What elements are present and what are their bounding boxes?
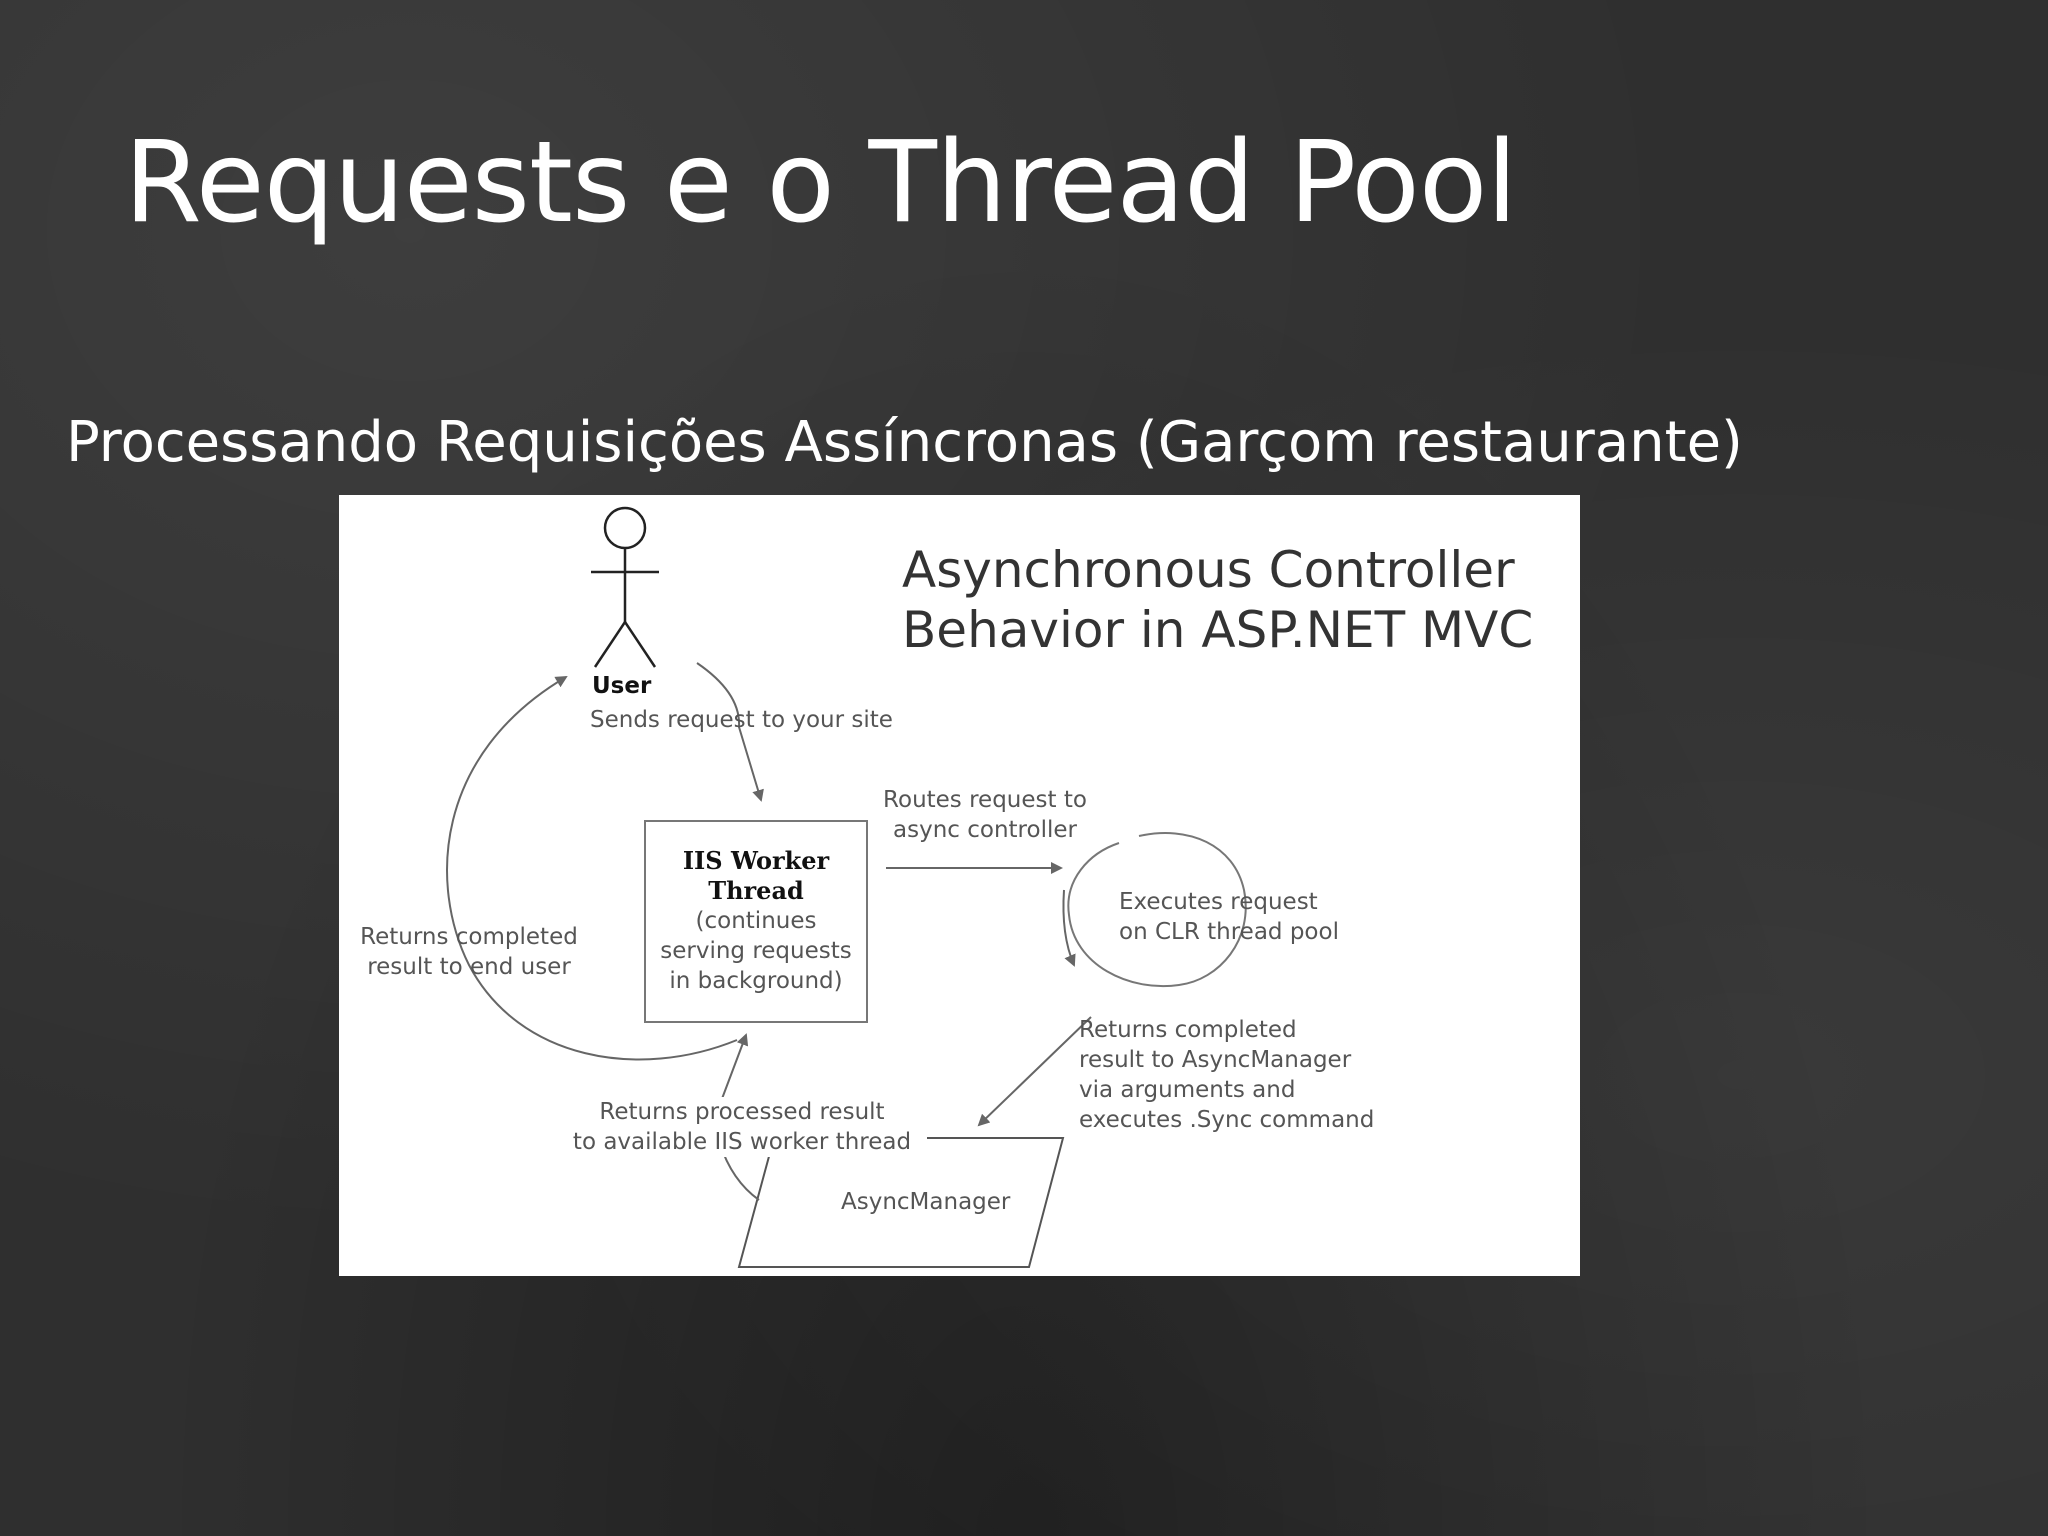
diagram-title-line1: Asynchronous Controller bbox=[902, 541, 1515, 599]
returns-processed-line1: Returns processed result bbox=[599, 1099, 885, 1125]
returns-async-line4: executes .Sync command bbox=[1079, 1107, 1375, 1133]
returns-processed-label: Returns processed result to available II… bbox=[557, 1097, 927, 1157]
iis-desc-line2: serving requests bbox=[660, 938, 852, 964]
diagram-title: Asynchronous Controller Behavior in ASP.… bbox=[902, 540, 1533, 660]
returns-processed-line2: to available IIS worker thread bbox=[572, 1129, 912, 1155]
routes-line1: Routes request to bbox=[883, 787, 1087, 813]
returns-end-user-label: Returns completed result to end user bbox=[349, 922, 589, 982]
async-controller-diagram: Asynchronous Controller Behavior in ASP.… bbox=[339, 495, 1580, 1276]
slide-title: Requests e o Thread Pool bbox=[124, 118, 1517, 248]
returns-to-user-arrow bbox=[446, 675, 738, 1061]
returns-async-line2: result to AsyncManager bbox=[1079, 1047, 1352, 1073]
user-label: User bbox=[592, 673, 652, 699]
send-request-arrow bbox=[696, 662, 764, 802]
returns-async-line3: via arguments and bbox=[1079, 1077, 1296, 1103]
returns-end-user-line2: result to end user bbox=[367, 954, 571, 980]
diagram-graphics bbox=[446, 506, 1247, 1268]
clr-cycle-arrow-head bbox=[1062, 889, 1076, 967]
executes-line2: on CLR thread pool bbox=[1119, 919, 1339, 945]
iis-desc-line3: in background) bbox=[669, 968, 843, 994]
returns-asyncmanager-label: Returns completed result to AsyncManager… bbox=[1079, 1015, 1374, 1135]
iis-title-line2: Thread bbox=[708, 876, 804, 905]
executes-line1: Executes request bbox=[1119, 889, 1318, 915]
asyncmanager-shape bbox=[737, 1137, 1065, 1268]
routes-line2: async controller bbox=[893, 817, 1077, 843]
returns-end-user-line1: Returns completed bbox=[360, 924, 578, 950]
slide-subtitle: Processando Requisições Assíncronas (Gar… bbox=[66, 410, 1743, 475]
iis-desc-line1: (continues bbox=[695, 908, 817, 934]
iis-title-line1: IIS Worker bbox=[682, 846, 830, 875]
diagram-title-line2: Behavior in ASP.NET MVC bbox=[902, 601, 1534, 659]
executes-request-label: Executes request on CLR thread pool bbox=[1119, 887, 1339, 947]
routes-request-label: Routes request to async controller bbox=[867, 785, 1103, 845]
sends-request-label: Sends request to your site bbox=[590, 707, 893, 733]
iis-worker-thread-box: IIS Worker Thread (continues serving req… bbox=[644, 820, 868, 1023]
returns-async-line1: Returns completed bbox=[1079, 1017, 1297, 1043]
clr-thread-pool-arc bbox=[1067, 832, 1247, 988]
asyncmanager-label: AsyncManager bbox=[841, 1189, 1011, 1215]
user-figure-icon bbox=[591, 506, 659, 668]
returns-to-asyncmanager-arrow bbox=[977, 1016, 1092, 1127]
